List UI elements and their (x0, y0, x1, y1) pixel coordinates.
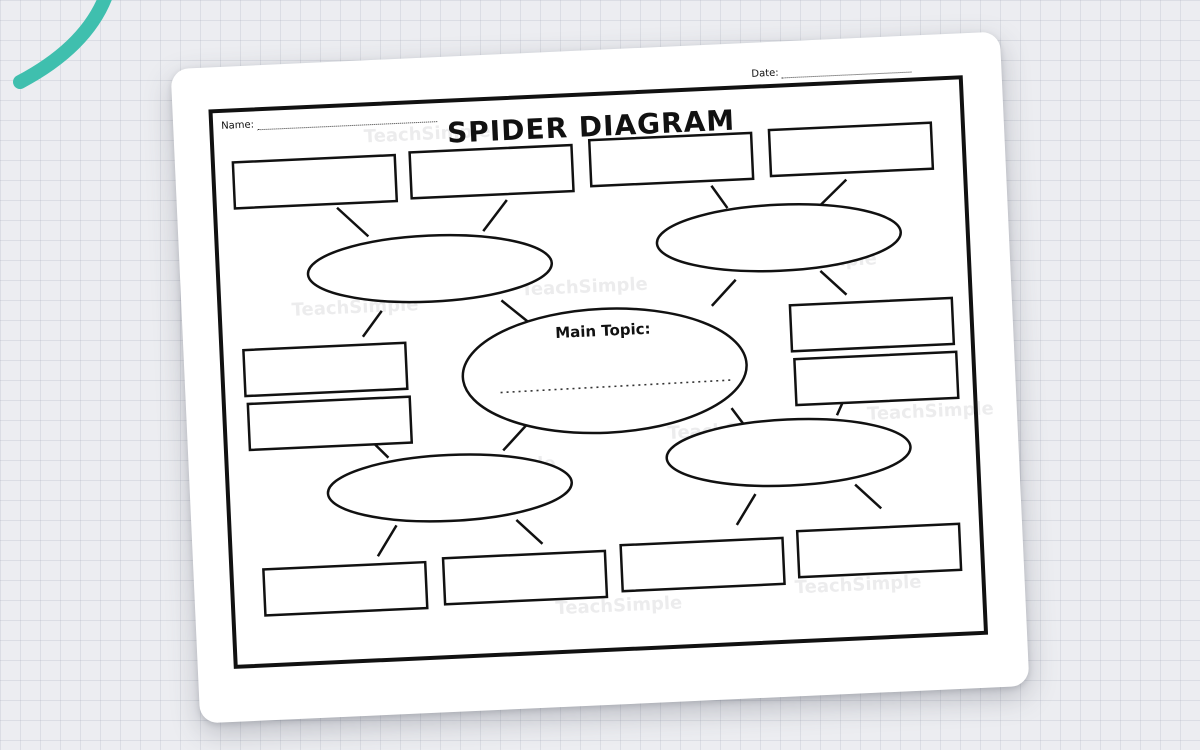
answer-box[interactable] (242, 341, 409, 398)
answer-box[interactable] (246, 395, 414, 452)
main-topic-write-line (500, 379, 731, 394)
connector-line (816, 178, 848, 209)
connector-line (482, 199, 508, 232)
spider-diagram (231, 121, 963, 617)
date-field[interactable]: Date: (751, 62, 912, 80)
answer-box[interactable] (231, 153, 399, 210)
answer-box[interactable] (788, 296, 956, 353)
connector-line (854, 483, 883, 510)
connector-line (500, 299, 529, 323)
answer-box[interactable] (793, 350, 960, 407)
date-label: Date: (751, 67, 779, 80)
subtopic-ellipse[interactable] (655, 199, 902, 276)
connector-line (710, 278, 737, 307)
subtopic-ellipse[interactable] (326, 449, 573, 526)
answer-box[interactable] (587, 131, 755, 188)
connector-line (376, 524, 398, 557)
accent-arc (13, 0, 112, 89)
worksheet-card: TeachSimple TeachSimple TeachSimple Teac… (170, 31, 1030, 724)
connector-line (502, 423, 528, 452)
answer-box[interactable] (441, 549, 609, 606)
answer-box[interactable] (795, 522, 963, 579)
main-topic-ellipse[interactable] (460, 302, 749, 439)
answer-box[interactable] (767, 121, 935, 178)
subtopic-ellipse[interactable] (665, 414, 912, 491)
date-line[interactable] (781, 62, 912, 79)
answer-box[interactable] (408, 143, 575, 200)
connector-line (515, 519, 544, 545)
answer-box[interactable] (262, 560, 429, 617)
connector-line (710, 185, 729, 209)
connector-line (819, 269, 848, 296)
subtopic-ellipse[interactable] (306, 230, 554, 307)
connector-line (336, 206, 370, 238)
connector-line (361, 310, 383, 338)
worksheet-frame: TeachSimple TeachSimple TeachSimple Teac… (208, 62, 994, 669)
answer-box[interactable] (619, 536, 786, 593)
connector-line (735, 493, 757, 526)
